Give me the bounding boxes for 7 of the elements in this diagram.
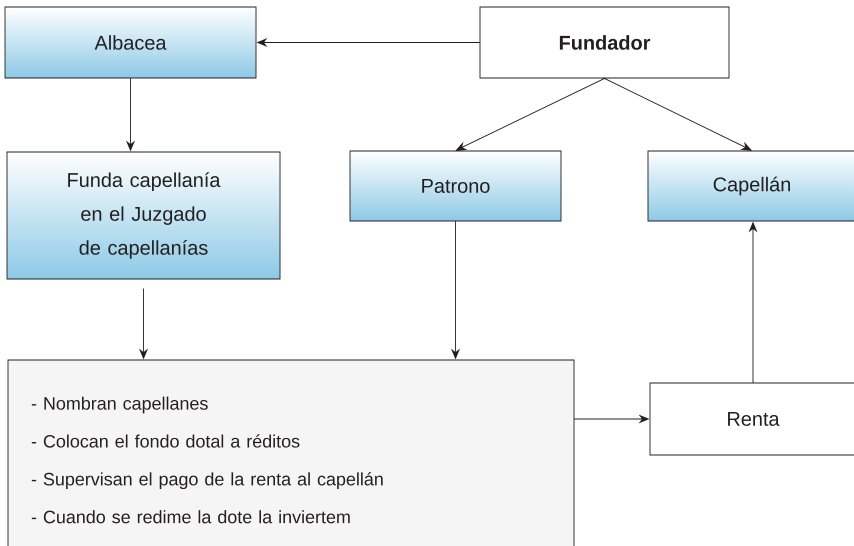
list-box: - Nombran capellanes - Colocan el fondo dotal a réditos - Supervisan el pago de la renta al capellán - Cuando se redime la dote la inviertem	[8, 360, 574, 546]
process-box: Albacea	[4, 6, 256, 78]
process-box: Renta	[650, 382, 854, 456]
process-box: Funda capellanía en el Juzgado de capellanías	[6, 152, 280, 280]
process-box: Fundador	[480, 6, 730, 78]
process-box: Capellán	[648, 150, 854, 222]
process-box: Patrono	[350, 150, 562, 222]
